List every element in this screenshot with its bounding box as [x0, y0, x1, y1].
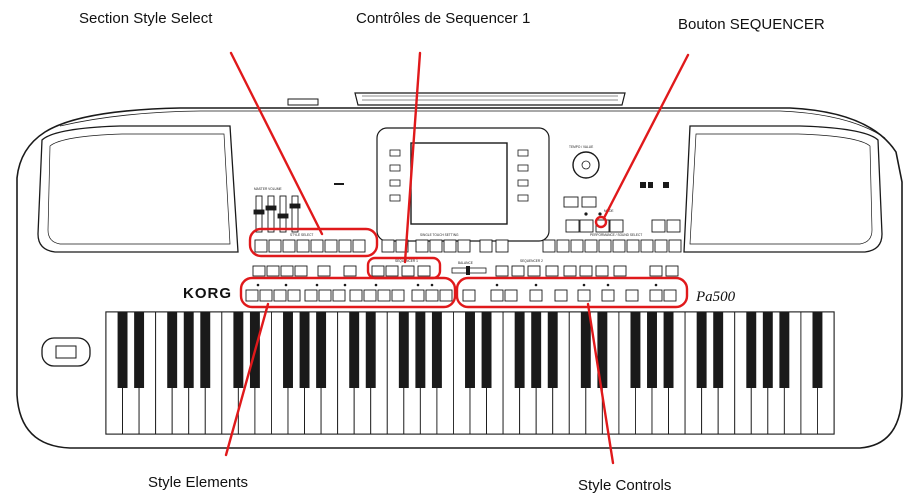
black-key[interactable]	[482, 312, 492, 388]
stand-slot	[288, 99, 318, 105]
black-key[interactable]	[316, 312, 326, 388]
black-key[interactable]	[134, 312, 144, 388]
speaker-left	[38, 126, 238, 252]
display-screen	[411, 143, 507, 224]
black-key[interactable]	[779, 312, 789, 388]
performance-header: PERFORMANCE / SOUND SELECT	[590, 233, 642, 237]
black-key[interactable]	[366, 312, 376, 388]
black-key[interactable]	[697, 312, 707, 388]
black-key[interactable]	[713, 312, 723, 388]
tempo-dial[interactable]	[573, 152, 599, 178]
black-key[interactable]	[465, 312, 475, 388]
black-key[interactable]	[167, 312, 177, 388]
music-stand	[355, 93, 625, 105]
black-key[interactable]	[647, 312, 657, 388]
sequencer2-header: SEQUENCER 2	[520, 259, 543, 263]
black-key[interactable]	[200, 312, 210, 388]
model-logo: Pa500	[695, 289, 736, 305]
black-key[interactable]	[515, 312, 525, 388]
callout-sequencer-controls: Contrôles de Sequencer 1	[356, 10, 530, 27]
callout-style-elements: Style Elements	[148, 474, 248, 491]
brand-logo: KORG	[183, 285, 232, 302]
black-key[interactable]	[283, 312, 293, 388]
black-key[interactable]	[118, 312, 128, 388]
joystick-lever	[56, 346, 76, 358]
tempo-label: TEMPO / VALUE	[569, 145, 593, 149]
black-key[interactable]	[432, 312, 442, 388]
black-key[interactable]	[531, 312, 541, 388]
style-select-header: STYLE SELECT	[290, 233, 313, 237]
sequencer2-buttons[interactable]	[496, 266, 678, 276]
black-key[interactable]	[581, 312, 591, 388]
balance-label: BALANCE	[458, 261, 473, 265]
callout-section-style-select: Section Style Select	[79, 10, 212, 27]
black-key[interactable]	[763, 312, 773, 388]
black-key[interactable]	[399, 312, 409, 388]
black-key[interactable]	[812, 312, 822, 388]
mode-buttons[interactable]	[566, 220, 680, 232]
speaker-right	[684, 126, 882, 252]
master-volume-label: MASTER VOLUME	[254, 187, 282, 191]
callout-sequencer-button: Bouton SEQUENCER	[678, 16, 825, 33]
black-key[interactable]	[415, 312, 425, 388]
single-touch-header: SINGLE TOUCH SETTING	[420, 233, 459, 237]
black-key[interactable]	[349, 312, 359, 388]
sequencer1-header: SEQUENCER 1	[395, 259, 418, 263]
single-touch-buttons[interactable]	[382, 240, 508, 252]
black-key[interactable]	[300, 312, 310, 388]
black-key[interactable]	[746, 312, 756, 388]
black-key[interactable]	[184, 312, 194, 388]
balance-slider-knob	[466, 266, 470, 275]
black-key[interactable]	[630, 312, 640, 388]
black-key[interactable]	[548, 312, 558, 388]
black-key[interactable]	[233, 312, 243, 388]
black-key[interactable]	[664, 312, 674, 388]
callout-style-controls: Style Controls	[578, 477, 671, 494]
